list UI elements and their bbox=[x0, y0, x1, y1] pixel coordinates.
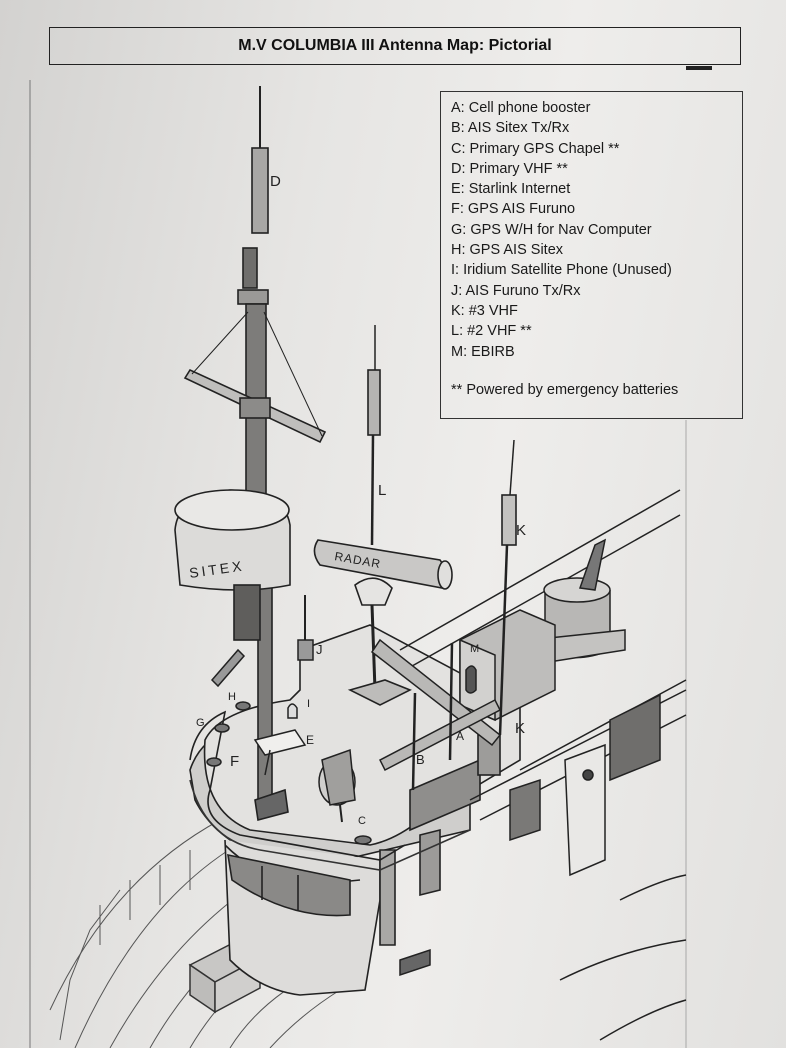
legend-item: C: Primary GPS Chapel ** bbox=[451, 140, 620, 157]
label-j: J bbox=[316, 642, 323, 657]
legend-item: E: Starlink Internet bbox=[451, 181, 571, 198]
pen-mark bbox=[686, 66, 712, 70]
label-c: C bbox=[358, 815, 366, 827]
side-deck bbox=[399, 489, 687, 1041]
legend-item: F: GPS AIS Furuno bbox=[451, 201, 576, 218]
ebirb-box bbox=[459, 609, 556, 722]
legend-item: G: GPS W/H for Nav Computer bbox=[451, 221, 652, 238]
legend-note: ** Powered by emergency batteries bbox=[451, 381, 679, 398]
label-h: H bbox=[228, 691, 236, 703]
legend-item: J: AIS Furuno Tx/Rx bbox=[451, 282, 581, 299]
legend-item: L: #2 VHF ** bbox=[451, 323, 532, 340]
label-sitex: SITEX bbox=[188, 557, 245, 581]
page-title: M.V COLUMBIA III Antenna Map: Pictorial bbox=[49, 27, 741, 65]
label-k-top: K bbox=[516, 522, 526, 539]
funnel bbox=[529, 538, 626, 666]
label-f: F bbox=[230, 753, 239, 770]
antenna-legend: A: Cell phone booster B: AIS Sitex Tx/Rx… bbox=[440, 91, 743, 419]
label-e: E bbox=[306, 733, 314, 747]
radar-mast bbox=[313, 325, 453, 706]
legend-item: D: Primary VHF ** bbox=[451, 160, 568, 177]
roof-frame bbox=[370, 638, 502, 772]
legend-item: M: EBIRB bbox=[451, 343, 515, 360]
roof-antennas bbox=[206, 595, 454, 845]
label-i: I bbox=[307, 698, 310, 710]
legend-item: A: Cell phone booster bbox=[451, 100, 591, 116]
label-l: L bbox=[378, 482, 386, 499]
main-mast bbox=[174, 86, 327, 822]
label-k-low: K bbox=[515, 720, 525, 737]
label-d: D bbox=[270, 173, 281, 190]
k-antenna bbox=[477, 439, 517, 776]
legend-item: H: GPS AIS Sitex bbox=[451, 242, 564, 259]
legend-item: I: Iridium Satellite Phone (Unused) bbox=[451, 262, 672, 279]
legend-item: B: AIS Sitex Tx/Rx bbox=[451, 120, 570, 137]
label-a: A bbox=[456, 729, 464, 743]
label-b: B bbox=[416, 752, 425, 767]
label-m: M bbox=[470, 643, 479, 655]
legend-item: K: #3 VHF bbox=[451, 302, 518, 319]
label-g: G bbox=[196, 717, 205, 729]
